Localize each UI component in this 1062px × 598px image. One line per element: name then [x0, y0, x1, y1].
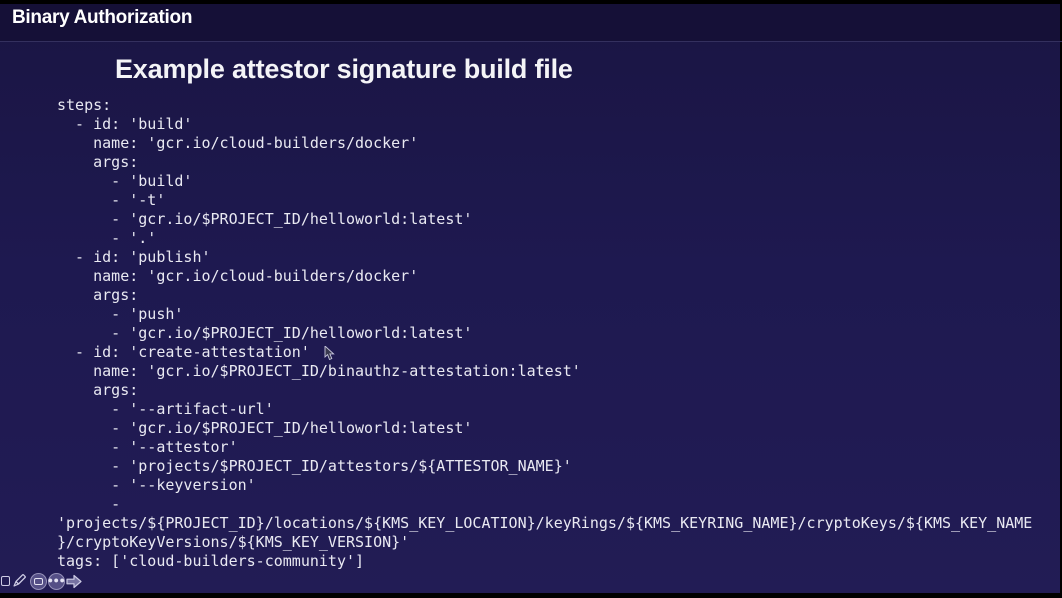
letterbox-top: [0, 0, 1062, 4]
code-line: -: [57, 495, 121, 513]
code-line: - id: 'create-attestation': [57, 343, 310, 361]
mouse-cursor-icon: [324, 346, 335, 361]
code-line: 'projects/${PROJECT_ID}/locations/${KMS_…: [57, 514, 1033, 532]
more-options-icon[interactable]: ●●●: [48, 573, 65, 590]
code-line: - id: 'publish': [57, 248, 211, 266]
code-line: args:: [57, 286, 139, 304]
letterbox-bottom: [0, 593, 1062, 598]
pencil-icon[interactable]: [10, 572, 28, 590]
code-line: - '--keyversion': [57, 476, 256, 494]
code-line: name: 'gcr.io/$PROJECT_ID/binauthz-attes…: [57, 362, 581, 380]
code-line: - 'gcr.io/$PROJECT_ID/helloworld:latest': [57, 419, 473, 437]
code-line: - 'gcr.io/$PROJECT_ID/helloworld:latest': [57, 210, 473, 228]
code-line: - '-t': [57, 191, 166, 209]
ellipsis-glyph: ●●●: [47, 575, 66, 585]
code-line: args:: [57, 381, 139, 399]
code-line: steps:: [57, 96, 112, 114]
code-line: - 'projects/$PROJECT_ID/attestors/${ATTE…: [57, 457, 572, 475]
header-band: [0, 4, 1062, 42]
code-line: }/cryptoKeyVersions/${KMS_KEY_VERSION}': [57, 533, 410, 551]
code-line: - '--attestor': [57, 438, 238, 456]
next-arrow-icon[interactable]: [65, 573, 83, 590]
slide-title: Example attestor signature build file: [115, 54, 573, 84]
code-line: - 'build': [57, 172, 193, 190]
code-line: - '--artifact-url': [57, 400, 274, 418]
code-line: - id: 'build': [57, 115, 193, 133]
code-line: - 'push': [57, 305, 184, 323]
header-title: Binary Authorization: [12, 7, 193, 28]
slide-thumbnail-icon[interactable]: [30, 573, 47, 590]
code-line: - 'gcr.io/$PROJECT_ID/helloworld:latest': [57, 324, 473, 342]
code-block: steps: - id: 'build' name: 'gcr.io/cloud…: [57, 96, 1047, 571]
code-line: - '.': [57, 229, 157, 247]
code-line: name: 'gcr.io/cloud-builders/docker': [57, 134, 419, 152]
presenter-toolbar: ●●●: [0, 572, 90, 594]
letterbox-right: [1060, 0, 1062, 598]
code-line: name: 'gcr.io/cloud-builders/docker': [57, 267, 419, 285]
slide-thumbnail-glyph: [34, 578, 43, 585]
square-icon[interactable]: [1, 576, 10, 586]
header-divider: [0, 41, 1062, 42]
code-line: tags: ['cloud-builders-community']: [57, 552, 365, 570]
code-line: args:: [57, 153, 139, 171]
